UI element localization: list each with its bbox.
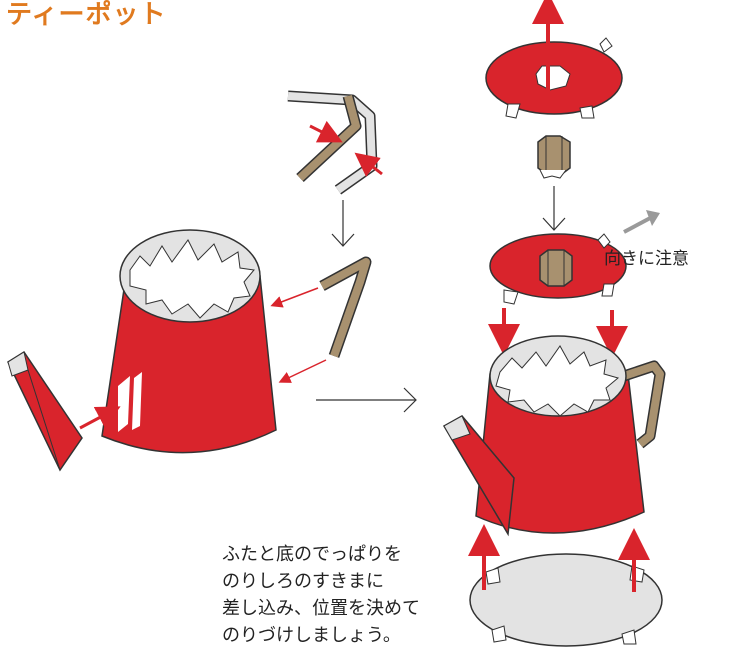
instructions-text: ふたと底のでっぱりを のりしろのすきまに 差し込み、位置を決めて のりづけしまし… [222,541,420,649]
lid-top-disc [485,0,623,119]
lid-knob-part [537,135,571,179]
instruction-line: のりづけしましょう。 [222,625,401,646]
instruction-line: 差し込み、位置を決めて [222,598,420,619]
down-arrow-knob [542,186,566,231]
down-arrow-handle [331,200,355,247]
instruction-line: のりしろのすきまに [222,571,384,592]
lid-assembled [488,210,660,358]
handle-part-folded [270,256,372,383]
orientation-note: 向きに注意 [604,249,689,269]
page-title: ティーポット [6,0,167,30]
base-disc [468,524,663,647]
pot-assembled [442,335,666,537]
instruction-line: ふたと底のでっぱりを [222,544,402,565]
pot-body-left [101,229,277,454]
handle-part-unfolded [287,90,383,195]
spout-part [7,350,121,472]
right-arrow-assembly [316,387,417,413]
